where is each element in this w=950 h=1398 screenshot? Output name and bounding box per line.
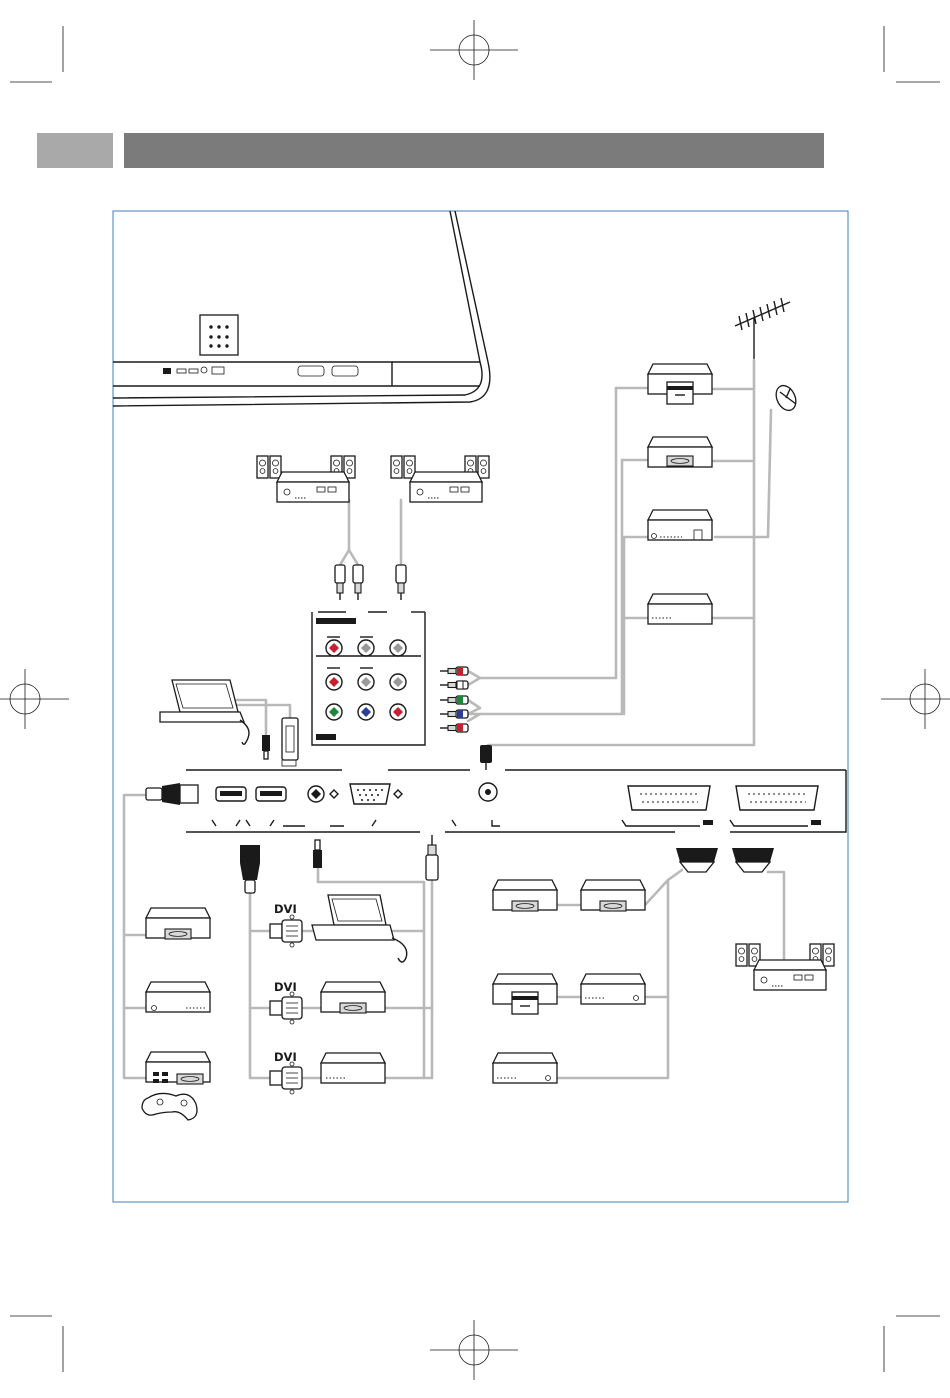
crop-marks xyxy=(10,26,940,1372)
rca-plug-icon xyxy=(335,565,406,600)
dvd-player-icon xyxy=(581,880,645,911)
set-top-box-icon xyxy=(648,594,712,624)
vga-plug-icon xyxy=(282,718,298,766)
laptop-icon xyxy=(160,680,249,744)
antenna-plug-icon xyxy=(480,745,492,770)
connector-panel xyxy=(186,770,846,832)
scart-plug-icon xyxy=(676,848,718,872)
game-console-icon xyxy=(146,1052,210,1084)
satellite-receiver-icon xyxy=(493,1053,557,1083)
registration-mark-left xyxy=(0,669,69,729)
dvi-label: DVI xyxy=(274,902,297,916)
dvd-recorder-icon xyxy=(493,880,557,911)
hdmi-plug-icon xyxy=(240,845,260,893)
set-top-box-icon xyxy=(146,982,210,1012)
home-theatre-amplifier-icon xyxy=(391,456,489,502)
tv-rear-panel xyxy=(113,211,490,406)
vcr-icon xyxy=(648,364,712,404)
set-top-box-icon xyxy=(321,1053,385,1083)
hdmi-plug-icon xyxy=(146,783,198,805)
laptop-icon xyxy=(312,895,407,962)
registration-mark-right xyxy=(881,669,950,729)
gamepad-icon xyxy=(142,1093,197,1120)
dvd-player-icon xyxy=(321,982,385,1013)
registration-mark-bottom xyxy=(430,1320,518,1380)
dvi-label: DVI xyxy=(274,1050,297,1064)
home-theatre-amplifier-icon xyxy=(257,456,355,502)
dvd-recorder-icon xyxy=(648,437,712,467)
rca-plug-icon xyxy=(426,835,438,880)
dvi-plug-icon xyxy=(270,915,302,1094)
av-input-panel xyxy=(312,612,425,745)
set-top-box-icon xyxy=(581,974,645,1004)
rca-plug-icon xyxy=(440,667,468,732)
satellite-dish-icon xyxy=(772,382,799,413)
scart-plug-icon xyxy=(732,848,774,872)
satellite-receiver-icon xyxy=(648,510,712,540)
header-bar xyxy=(124,133,824,168)
dvi-label: DVI xyxy=(274,980,297,994)
registration-mark-top xyxy=(430,20,518,80)
vcr-icon xyxy=(493,974,557,1014)
header-tab xyxy=(37,133,113,168)
audio-jack-icon xyxy=(262,735,270,759)
terrestrial-antenna-icon xyxy=(735,298,790,360)
audio-jack-icon xyxy=(313,840,322,868)
dvd-player-icon xyxy=(146,908,210,939)
